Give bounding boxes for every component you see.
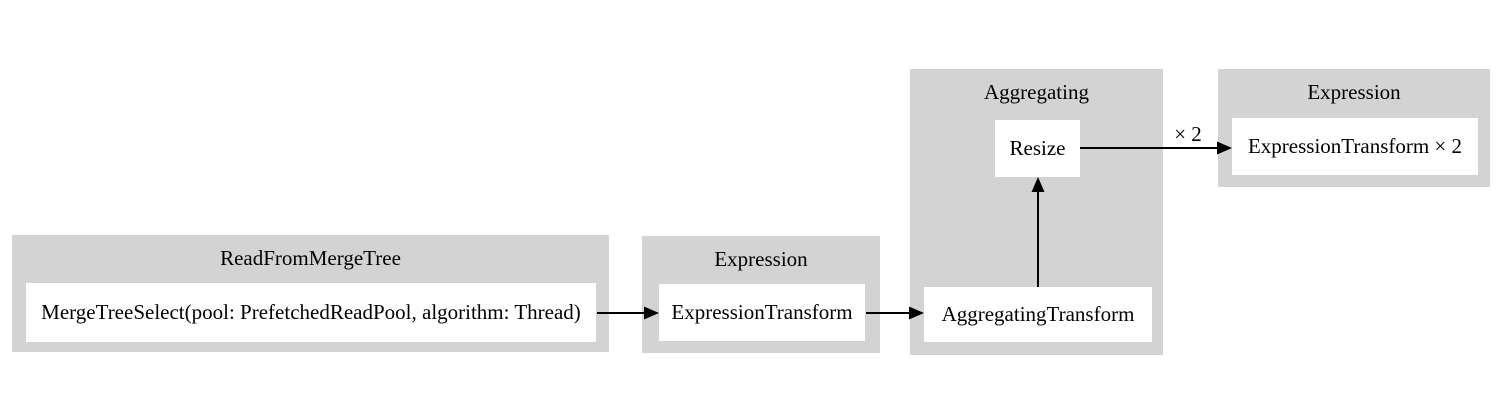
cluster-read-from-merge-tree: ReadFromMergeTree MergeTreeSelect(pool: … bbox=[12, 235, 609, 352]
edge-label-x2: × 2 bbox=[1174, 122, 1202, 146]
node-merge-tree-select: MergeTreeSelect(pool: PrefetchedReadPool… bbox=[26, 283, 596, 342]
cluster-label: Aggregating bbox=[984, 80, 1089, 104]
cluster-label: Expression bbox=[1307, 80, 1401, 104]
node-resize: Resize bbox=[995, 120, 1080, 177]
node-expression-transform-x2: ExpressionTransform × 2 bbox=[1232, 118, 1478, 175]
cluster-aggregating: Aggregating Resize AggregatingTransform bbox=[910, 69, 1163, 355]
cluster-expression-1: Expression ExpressionTransform bbox=[642, 236, 880, 353]
node-aggregating-transform: AggregatingTransform bbox=[924, 287, 1152, 342]
cluster-expression-2: Expression ExpressionTransform × 2 bbox=[1218, 69, 1490, 187]
cluster-label: ReadFromMergeTree bbox=[220, 246, 401, 270]
cluster-label: Expression bbox=[714, 247, 808, 271]
node-expression-transform: ExpressionTransform bbox=[659, 284, 865, 341]
